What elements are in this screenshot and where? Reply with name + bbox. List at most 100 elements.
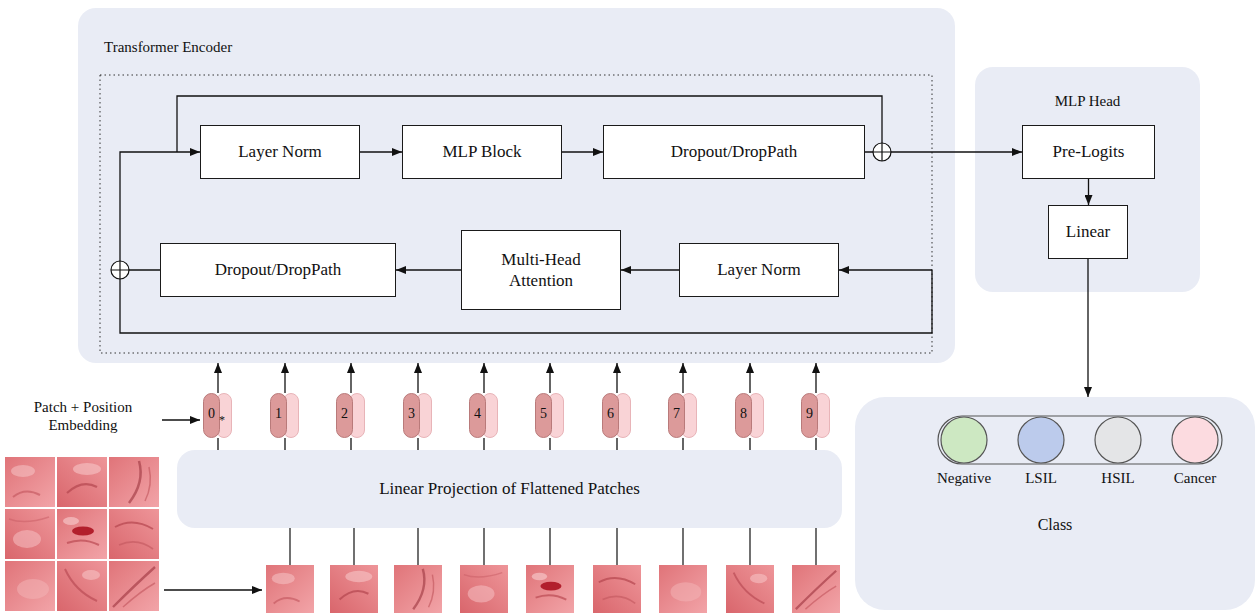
box-label: Layer Norm [717, 259, 801, 280]
connector-arrow [217, 438, 218, 450]
svg-part [593, 565, 641, 613]
svg-part [5, 561, 55, 611]
connector-arrow [284, 363, 285, 393]
svg-part [682, 528, 683, 565]
svg-part [353, 528, 354, 565]
token-number: 5 [535, 405, 552, 422]
connector-arrow [815, 438, 816, 450]
connector-arrow [417, 363, 418, 393]
connector-arrow [549, 438, 550, 450]
class-circle-outline [1172, 417, 1218, 463]
panel-title: MLP Head [975, 92, 1200, 110]
svg-part [109, 509, 159, 559]
panel-ground [975, 67, 1200, 292]
svg-part [109, 457, 159, 507]
connector-arrow [417, 438, 418, 450]
box-label: Layer Norm [238, 141, 322, 162]
svg-part [549, 528, 550, 565]
token-embedding: 6 [602, 393, 632, 438]
box-label: Multi-Head Attention [485, 249, 597, 292]
class-circle: Cancer [1156, 415, 1234, 495]
svg-part [417, 528, 418, 565]
svg-part [460, 565, 508, 613]
svg-part [873, 143, 891, 161]
connector-arrow [549, 363, 550, 393]
connector-arrow [217, 363, 218, 393]
band-label: Linear Projection of Flattened Patches [379, 479, 640, 499]
process-box: Layer Norm [200, 125, 360, 179]
token-number: 4 [469, 405, 486, 422]
class-circle-outline [1018, 417, 1064, 463]
process-box: Linear [1048, 205, 1128, 259]
svg-part [815, 528, 816, 565]
connector-arrow [616, 438, 617, 450]
box-label: Dropout/DropPath [671, 141, 798, 162]
class-strip [938, 416, 1222, 464]
svg-part [5, 509, 55, 559]
connector-arrow [483, 363, 484, 393]
connector-arrow [749, 438, 750, 450]
patch-split-arrow [164, 589, 262, 590]
svg-part [749, 528, 750, 565]
connector-arrow [1087, 259, 1088, 397]
projection-band: Linear Projection of Flattened Patches [177, 450, 842, 528]
token-number: 0 [203, 405, 220, 422]
class-circle: Negative [925, 415, 1003, 495]
class-label: HSIL [1079, 469, 1157, 487]
process-box: Multi-Head Attention [461, 230, 621, 310]
token-number: 9 [801, 405, 818, 422]
token-embedding: 3 [403, 393, 433, 438]
connector-arrow [616, 363, 617, 393]
svg-part [266, 565, 314, 613]
patch-wires [290, 528, 816, 565]
token-embedding: 8 [735, 393, 765, 438]
connector-arrow [1088, 179, 1089, 205]
encoder-inner-frame [100, 75, 932, 353]
process-box: Dropout/DropPath [160, 243, 396, 297]
connector-arrow [562, 151, 603, 152]
token-mark: * [219, 414, 231, 426]
svg-part [616, 528, 617, 565]
box-label: MLP Block [442, 141, 521, 162]
svg-part [726, 565, 774, 613]
panel-title: Transformer Encoder [104, 38, 981, 56]
token-number: 1 [270, 405, 287, 422]
token-number: 6 [602, 405, 619, 422]
class-circle-shape [1016, 415, 1066, 465]
svg-part [57, 561, 107, 611]
connector-arrow [396, 269, 461, 270]
class-circle-shape [939, 415, 989, 465]
svg-part [57, 457, 107, 507]
connector-arrow [815, 363, 816, 393]
connector-arrow [621, 269, 679, 270]
box-label: Dropout/DropPath [215, 259, 342, 280]
svg-part [5, 457, 55, 507]
class-circle-outline [941, 417, 987, 463]
token-embedding: 7 [668, 393, 698, 438]
token-number: 2 [336, 405, 353, 422]
sum-symbol [111, 261, 129, 279]
embedding-arrow [162, 419, 200, 420]
token-embedding: 4 [469, 393, 499, 438]
svg-part [57, 509, 107, 559]
panel-title: Class [855, 515, 1255, 534]
input-wire [839, 269, 932, 270]
class-label: Cancer [1156, 469, 1234, 487]
token-embedding: 2 [336, 393, 366, 438]
embedding-label: Patch + Position Embedding [8, 398, 158, 434]
token-number: 7 [668, 405, 685, 422]
connector-arrow [360, 151, 402, 152]
token-number: 8 [735, 405, 752, 422]
token-embedding: 9 [801, 393, 831, 438]
svg-part [394, 565, 442, 613]
panel-group: Transformer EncoderLayer NormMLP BlockDr… [78, 8, 955, 363]
process-box: MLP Block [402, 125, 562, 179]
process-box: Pre-Logits [1022, 125, 1155, 179]
svg-part [659, 565, 707, 613]
class-circle: LSIL [1002, 415, 1080, 495]
connector-arrow [682, 363, 683, 393]
process-box: Layer Norm [679, 243, 839, 297]
class-label: Negative [925, 469, 1003, 487]
box-label: Linear [1066, 221, 1110, 242]
